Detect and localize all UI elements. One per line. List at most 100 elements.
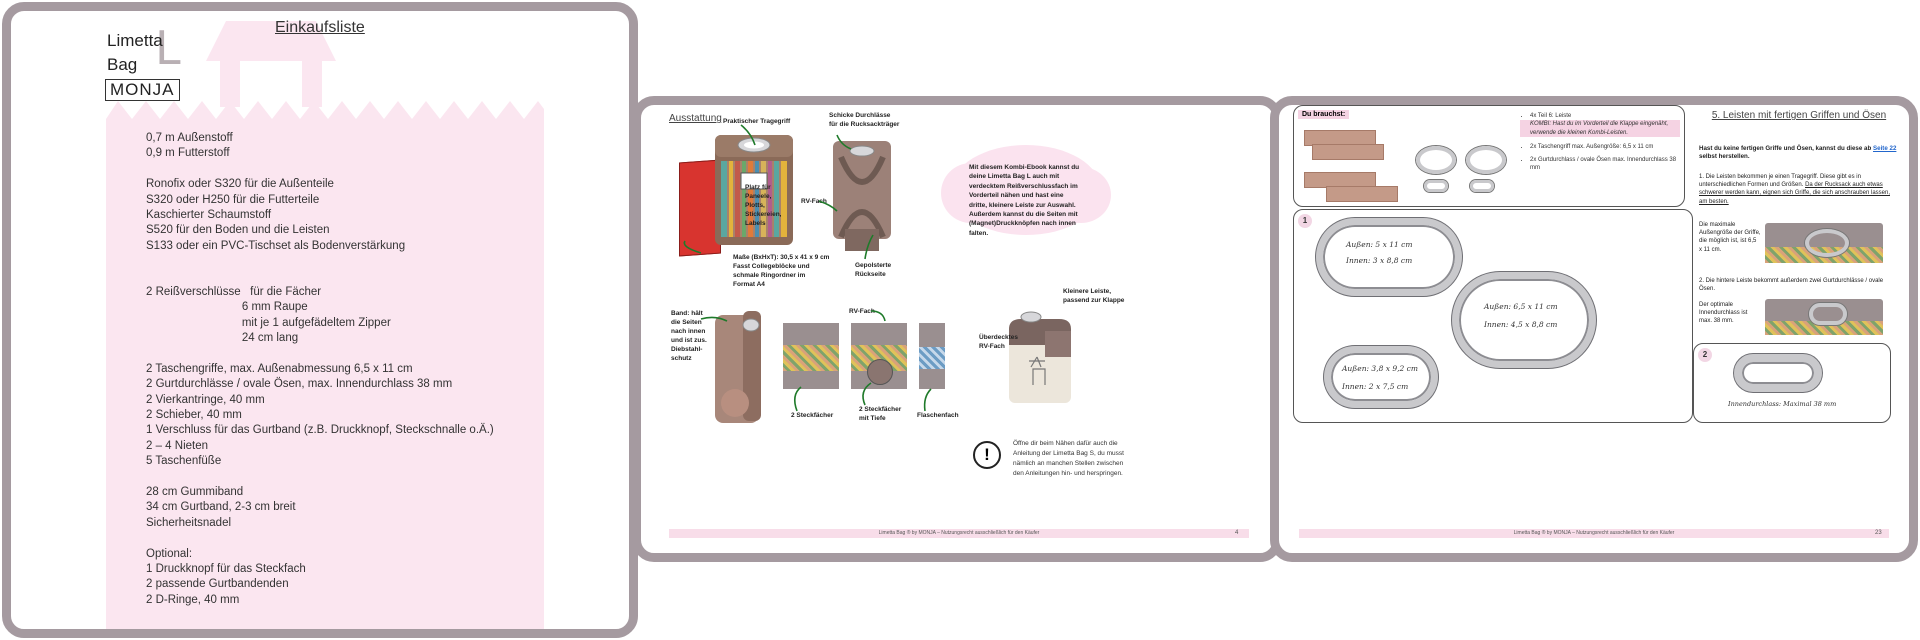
list-item	[146, 270, 494, 285]
ring-card-1: 1 Außen: 5 x 11 cm Innen: 3 x 8,8 cm Auß…	[1293, 209, 1693, 423]
du-brauchst-label: Du brauchst:	[1298, 110, 1350, 119]
label-rvfach: RV-Fach	[801, 198, 827, 205]
limetta-logo: L Limetta Bag MONJA	[105, 21, 203, 107]
oval4-text: Innendurchlass: Maximal 38 mm	[1728, 400, 1837, 408]
page-ausstattung: Ausstattung Praktischer Tragegriff Platz…	[632, 96, 1282, 562]
intro-text: Hast du keine fertigen Griffe und Ösen, …	[1699, 145, 1899, 162]
pink-cloud-part	[941, 163, 1001, 223]
label-steck2: 2 Steckfächer mit Tiefe	[859, 406, 902, 422]
pink-castle-background	[106, 21, 544, 629]
list-item: 1 Verschluss für das Gurtband (z.B. Druc…	[146, 424, 494, 437]
optimal-text: Der optimale Innendurchlass ist max. 38 …	[1699, 302, 1748, 325]
du-brauchst-card: Du brauchst: 4x Teil 6: Leiste KOMBI: Ha…	[1293, 105, 1685, 207]
oval2-outer: Außen: 6,5 x 11 cm	[1484, 302, 1558, 311]
list-item: 28 cm Gummiband	[146, 485, 244, 498]
page-title: Einkaufsliste	[275, 19, 365, 36]
step1b: Da der Rucksack auch etwas schwerer werd…	[1699, 182, 1890, 205]
need-list: 4x Teil 6: Leiste KOMBI: Hast du im Vord…	[1520, 112, 1680, 172]
page-footer: Limetta Bag ® by MONJA – Nutzungsrecht a…	[1299, 529, 1889, 538]
photo-handle	[1805, 229, 1849, 257]
exclamation-icon: !	[973, 441, 1001, 469]
list-item: 0,7 m Außenstoff	[146, 132, 233, 144]
card-badge: 1	[1298, 214, 1312, 228]
pocket-panel-3	[919, 323, 945, 389]
intro-text-end: selbst herstellen.	[1699, 153, 1750, 161]
pocket-round	[867, 359, 893, 385]
need-item: 2x Taschengriff max. Außengröße: 6,5 x 1…	[1530, 143, 1680, 151]
oval-handle-large	[1452, 272, 1596, 368]
logo-big-letter: L	[155, 21, 181, 75]
cloud-text: Mit diesem Kombi-Ebook kannst du deine L…	[969, 164, 1080, 237]
oval-handle-small	[1316, 218, 1462, 296]
ring-card-2: 2 Innendurchlass: Maximal 38 mm	[1693, 343, 1891, 423]
list-item: S520 für den Boden und die Leisten	[146, 224, 330, 237]
strip-4	[1326, 186, 1398, 202]
list-item: 2 Vierkantringe, 40 mm	[146, 393, 265, 406]
list-item: 2 Gurtdurchlässe / ovale Ösen, max. Inne…	[146, 378, 453, 391]
strip-photo-1	[1765, 223, 1883, 263]
need-item: 2x Gurtdurchlass / ovale Ösen max. Innen…	[1530, 156, 1680, 173]
seite-22-link[interactable]: Seite 22	[1873, 145, 1897, 152]
need-item: 4x Teil 6: Leiste	[1530, 112, 1680, 120]
label-tragegriff: Praktischer Tragegriff	[723, 118, 791, 125]
list-item: 1 Druckknopf für das Steckfach	[146, 562, 306, 575]
max-size-text: Die maximale Außengröße der Griffe, die …	[1699, 222, 1761, 253]
list-item	[146, 254, 494, 269]
section-title: Ausstattung	[669, 113, 722, 124]
kombi-note: KOMBI: Hast du im Vorderteil die Klappe …	[1520, 120, 1680, 138]
label-masse: Maße (BxHxT): 30,5 x 41 x 9 cm Fasst Col…	[733, 254, 830, 288]
list-item: mit je 1 aufgefädeltem Zipper	[146, 316, 391, 329]
step2-text: 2. Die hintere Leiste bekommt außerdem z…	[1699, 278, 1884, 293]
label-gepolstert: Gepolsterte Rückseite	[855, 262, 892, 278]
strip-photo-2	[1765, 299, 1883, 335]
page-einkaufsliste: L Limetta Bag MONJA Einkaufsliste 0,7 m …	[2, 2, 638, 638]
list-item: 34 cm Gurtband, 2-3 cm breit	[146, 501, 296, 514]
list-item: Ronofix oder S320 für die Außenteile	[146, 178, 334, 191]
list-item: 2 – 4 Nieten	[146, 439, 209, 452]
bag-front-image	[715, 135, 793, 245]
step1-text: 1. Die Leisten bekommen je einen Tragegr…	[1699, 173, 1895, 206]
list-item: 6 mm Raupe	[146, 301, 308, 314]
handle-ring-2	[1466, 146, 1506, 174]
page-footer: Limetta Bag ® by MONJA – Nutzungsrecht a…	[669, 529, 1249, 538]
pocket-pattern-3	[919, 347, 945, 369]
pink-cloud-part	[1051, 167, 1111, 223]
strip-2	[1312, 144, 1384, 160]
label-ueberdeckt: Überdecktes RV-Fach	[979, 334, 1019, 350]
list-item	[146, 162, 494, 177]
photo-eyelet	[1809, 303, 1847, 325]
list-item: 2 Schieber, 40 mm	[146, 409, 242, 422]
oval2-inner: Innen: 4,5 x 8,8 cm	[1484, 320, 1558, 329]
oval3-outer: Außen: 3,8 x 9,2 cm	[1342, 364, 1418, 373]
list-item	[146, 470, 494, 485]
section-heading: 5. Leisten mit fertigen Griffen und Ösen	[1711, 110, 1887, 121]
pocket-panel-2	[851, 323, 907, 389]
oval1-inner: Innen: 3 x 8,8 cm	[1346, 256, 1413, 265]
eyelet-2	[1470, 180, 1494, 192]
oval1-outer: Außen: 5 x 11 cm	[1346, 240, 1413, 249]
label-leiste: Kleinere Leiste, passend zur Klappe	[1063, 288, 1125, 304]
pocket-panel-1	[783, 323, 839, 389]
card-badge: 2	[1698, 348, 1712, 362]
intro-text-start: Hast du keine fertigen Griffe und Ösen, …	[1699, 145, 1872, 152]
logo-line1: Limetta	[107, 31, 163, 50]
bag-back-image	[833, 141, 891, 251]
list-item: 2 Reißverschlüsse für die Fächer	[146, 285, 322, 298]
logo-line2: Bag	[107, 55, 138, 74]
list-item: 0,9 m Futterstoff	[146, 147, 230, 160]
list-item: S133 oder ein PVC-Tischset als Bodenvers…	[146, 239, 406, 252]
page-number: 4	[1235, 530, 1239, 536]
label-steck1: 2 Steckfächer	[791, 412, 834, 419]
list-item	[146, 531, 494, 546]
pocket-pattern-1	[783, 345, 839, 371]
logo-monja: MONJA	[105, 79, 180, 101]
page-number: 23	[1875, 530, 1882, 536]
list-item: 2 Taschengriffe, max. Außenabmessung 6,5…	[146, 362, 413, 375]
step1a: 1. Die Leisten bekommen je einen Tragegr…	[1699, 174, 1861, 189]
list-item	[146, 346, 494, 361]
list-item: 2 D-Ringe, 40 mm	[146, 593, 240, 606]
bag-side-image	[715, 311, 761, 423]
list-item: 24 cm lang	[146, 332, 299, 345]
list-item: S320 oder H250 für die Futterteile	[146, 193, 320, 206]
